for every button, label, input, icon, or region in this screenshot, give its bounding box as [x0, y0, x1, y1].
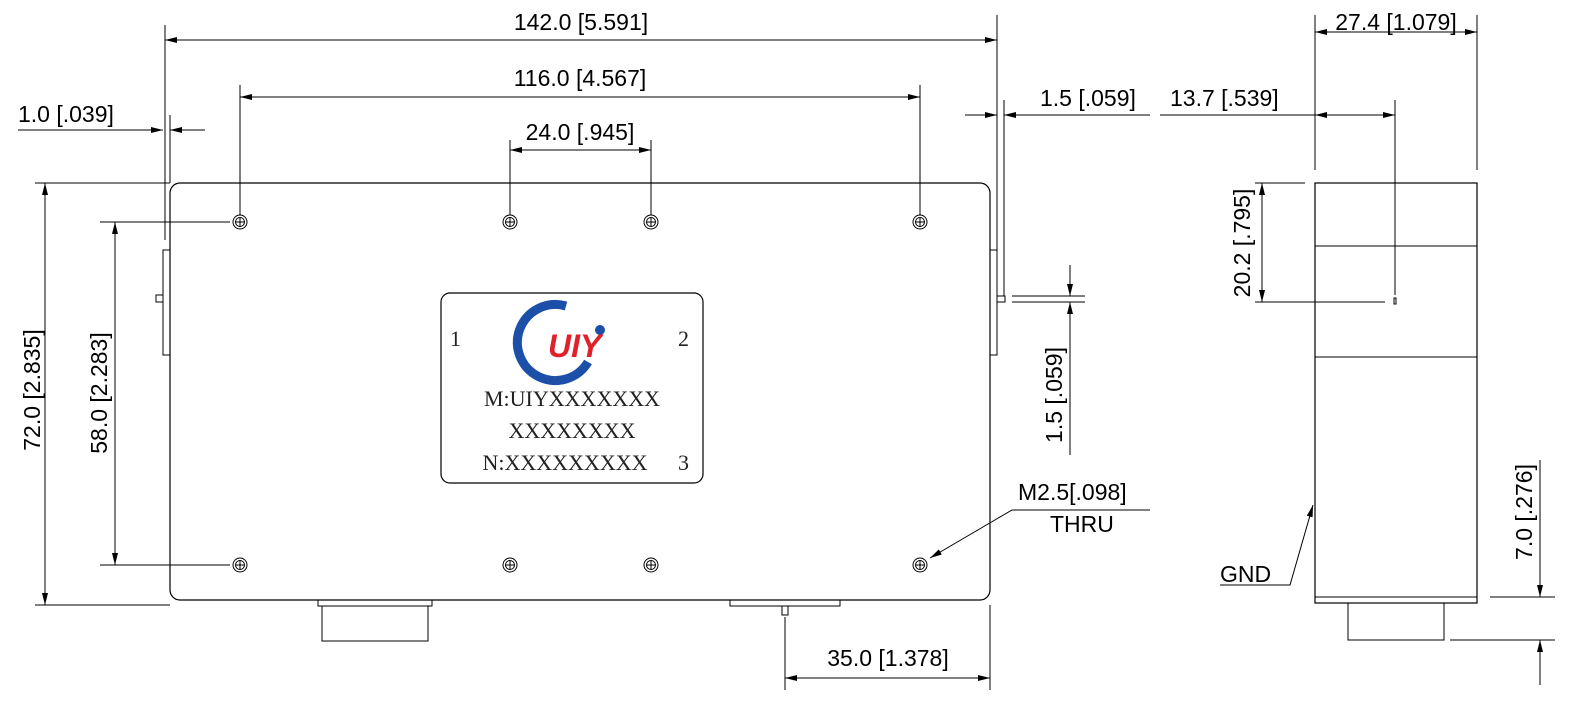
port-3-connector: [729, 599, 841, 616]
dim-connector-offset: 35.0 [1.378]: [827, 645, 949, 671]
dim-hole-spacing-x: 116.0 [4.567]: [514, 65, 647, 91]
left-flange: [162, 249, 171, 356]
housing-outline: [169, 182, 991, 601]
bottom-connector: [317, 599, 433, 642]
hole-type-callout: THRU: [1050, 511, 1114, 537]
model-text-line2: XXXXXXXX: [508, 418, 635, 443]
port-2-pin: [996, 295, 1006, 303]
serial-text: N:XXXXXXXXX: [483, 450, 648, 475]
dim-hole-spacing-y: 58.0 [2.283]: [86, 332, 112, 454]
dim-pin-diameter: 1.5 [.059]: [1041, 347, 1067, 443]
port-1-label: 1: [450, 326, 461, 351]
mounting-hole-icon: [643, 557, 659, 573]
product-label: UIY 1 2 3 M:UIYXXXXXXX XXXXXXXX N:XXXXXX…: [440, 292, 704, 484]
mounting-hole-icon: [502, 557, 518, 573]
mounting-holes: [232, 214, 928, 573]
right-flange: [989, 249, 998, 356]
dim-left-flange: 1.0 [.039]: [18, 101, 114, 127]
port-1-pin: [155, 294, 164, 303]
mounting-hole-icon: [232, 214, 248, 230]
dim-connector-height: 7.0 [.276]: [1511, 464, 1537, 560]
dim-right-flange: 1.5 [.059]: [1040, 85, 1136, 111]
dim-overall-height: 72.0 [2.835]: [19, 329, 45, 451]
port-2-label: 2: [678, 326, 689, 351]
svg-text:UIY: UIY: [548, 328, 604, 364]
mounting-hole-icon: [912, 214, 928, 230]
hole-callout: M2.5[.098]: [1018, 479, 1127, 505]
gnd-callout: GND: [1220, 561, 1271, 587]
dim-overall-depth: 27.4 [1.079]: [1335, 9, 1457, 35]
side-view: [1314, 100, 1478, 641]
dimension-labels: 142.0 [5.591] 116.0 [4.567] 24.0 [.945] …: [18, 9, 1537, 671]
dimension-lines: [18, 15, 1555, 690]
front-view: UIY 1 2 3 M:UIYXXXXXXX XXXXXXXX N:XXXXXX…: [155, 182, 1006, 642]
dim-pin-offset-side: 13.7 [.539]: [1170, 85, 1279, 111]
dim-pin-height: 20.2 [.795]: [1229, 189, 1255, 298]
dim-inner-hole-spacing: 24.0 [.945]: [526, 119, 635, 145]
uiy-logo: UIY: [512, 299, 605, 385]
mounting-hole-icon: [232, 557, 248, 573]
dim-overall-length: 142.0 [5.591]: [514, 9, 648, 35]
mounting-hole-icon: [502, 214, 518, 230]
port-3-label: 3: [678, 450, 689, 475]
side-connector: [1347, 602, 1445, 641]
model-text: M:UIYXXXXXXX: [484, 386, 660, 411]
mounting-hole-icon: [912, 557, 928, 573]
mounting-hole-icon: [643, 214, 659, 230]
